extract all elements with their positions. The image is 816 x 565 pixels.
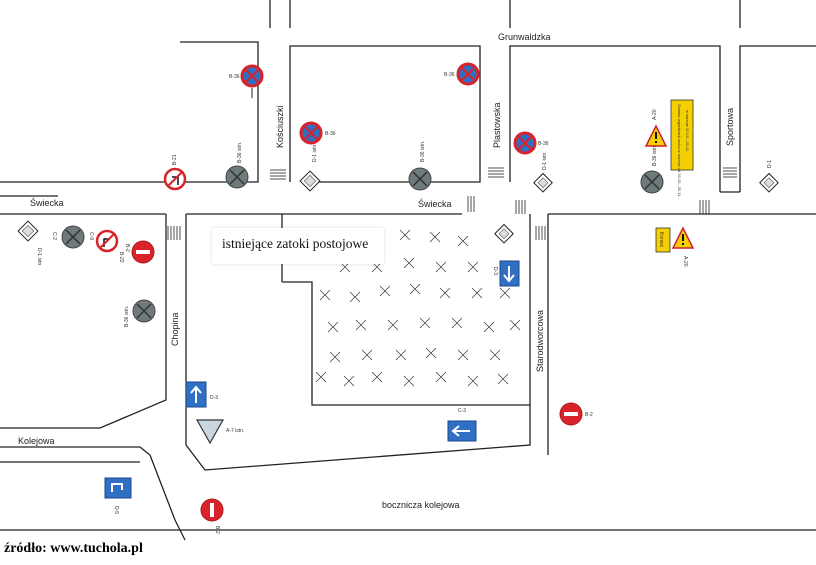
note-existing-parking: istniejące zatoki postojowe [222,236,369,251]
sign-b36-istn-sportowa: B-36 istn. [640,145,664,194]
street-plastowska: Plastowska [492,102,502,148]
svg-text:D-3: D-3 [210,395,218,401]
street-swiecka-center: Świecka [418,198,452,209]
traffic-signs: B-36 B-36 B-36 B-36 B-36 istn. [17,62,779,534]
svg-text:B-36: B-36 [444,72,455,78]
street-kosciuszki: Kościuszki [275,105,285,148]
svg-text:D-3: D-3 [492,267,498,275]
crossing-sportowa-low [699,200,710,214]
svg-text:A-7 istn.: A-7 istn. [226,428,244,434]
street-kolejowa: Kolejowa [18,436,55,446]
svg-text:D-1 istn.: D-1 istn. [312,143,318,162]
sign-b22-no-right-turn: B-22 [95,229,124,263]
svg-text:B-2: B-2 [124,244,130,252]
street-grunwaldzka: Grunwaldzka [498,32,551,42]
svg-text:A-20: A-20 [682,256,688,267]
sign-b36-plastowska: B-36 [513,131,549,155]
sign-b2-west: B-2 [124,240,155,264]
svg-text:D-1: D-1 [767,160,773,168]
svg-text:B-21: B-21 [172,154,178,165]
sign-d5-kolejowa: D-5 [104,477,132,514]
sign-b2-starodworcowa: B-2 [559,402,593,426]
sign-b36-istn-plastowska: B-36 istn. [408,141,432,191]
svg-text:B-36 istn.: B-36 istn. [652,145,658,166]
svg-text:B-2: B-2 [585,412,593,418]
svg-text:D-1 istn.: D-1 istn. [542,151,548,170]
street-swiecka-west: Świecka [30,197,64,208]
svg-text:B-36: B-36 [325,131,336,137]
svg-text:Zmiana organizacji ruchu w okr: Zmiana organizacji ruchu w okresie od 20… [677,104,682,198]
svg-text:D-5: D-5 [113,506,119,514]
sign-d1-sportowa: D-1 [759,160,779,193]
source-credit: źródło: www.tuchola.pl [4,541,143,556]
svg-text:C-9: C-9 [88,232,94,240]
road-network [0,0,816,541]
sign-a7-yield: A-7 istn. [195,419,244,445]
crossing-kosciuszki [270,169,286,180]
sign-b36-istn-kosciuszki: B-36 istn. [225,142,249,189]
sign-a20-koniec: Koniec A-20 [655,226,695,267]
street-chopina: Chopina [170,312,180,346]
sign-c3-turn-left: C-3 [447,408,477,442]
svg-text:w okresie 20.10.–20.11.: w okresie 20.10.–20.11. [685,110,690,152]
sign-b36-kosciuszki: B-36 [299,121,336,145]
sign-b36-top-left: B-36 [229,64,264,98]
svg-text:B-36 istn.: B-36 istn. [420,141,426,162]
sign-b36-top-middle: B-36 [444,62,480,86]
sign-d1-plastowska: D-1 istn. [533,151,553,193]
svg-text:B-2: B-2 [214,526,220,534]
pedestrian-crossings [167,167,737,240]
sign-b36-istn-west [61,225,85,249]
crossing-starodworcowa [535,226,546,240]
svg-text:C-3: C-3 [458,408,466,414]
sign-d1-west: D-1 istn. [17,220,42,267]
sign-d1-starodworcowa [494,223,514,244]
svg-text:Koniec: Koniec [658,232,664,248]
street-labels: Grunwaldzka Kościuszki Plastowska Sporto… [18,32,735,510]
crossing-swiecka-mid [515,200,526,214]
sign-c2-west: C-2 [51,232,57,240]
svg-text:B-36 istn.: B-36 istn. [237,142,243,163]
svg-text:C-2: C-2 [51,232,57,240]
sign-a20-notice: Zmiana organizacji ruchu w okresie od 20… [644,99,694,198]
svg-text:B-36: B-36 [229,74,240,80]
crossing-swiecka-left [467,196,475,212]
sign-b2-bottom: B-2 [200,498,224,534]
svg-text:D-1 istn.: D-1 istn. [36,248,42,267]
street-starodworcowa: Starodworcowa [535,310,545,372]
svg-text:B-36: B-36 [538,141,549,147]
street-sportowa: Sportowa [725,108,735,146]
crossing-sportowa [723,167,737,178]
street-bocznica: bocznicza kolejowa [382,500,460,510]
sign-b36-istn-chopina: B-36 istn. [124,299,156,327]
sign-c9-west: C-9 [88,232,94,240]
note-box [212,228,384,264]
sign-b21-no-left-turn: B-21 [163,154,187,191]
sign-d1-kosciuszki: D-1 istn. [299,143,321,192]
sign-d3-chopina: D-3 [185,381,218,408]
sign-d3-starodworcowa: D-3 [492,260,520,287]
crossing-chopina [167,226,181,240]
svg-text:B-22: B-22 [118,252,124,263]
crossing-plastowska [488,167,504,178]
svg-text:B-36 istn.: B-36 istn. [124,306,130,327]
svg-text:A-20: A-20 [652,109,658,120]
